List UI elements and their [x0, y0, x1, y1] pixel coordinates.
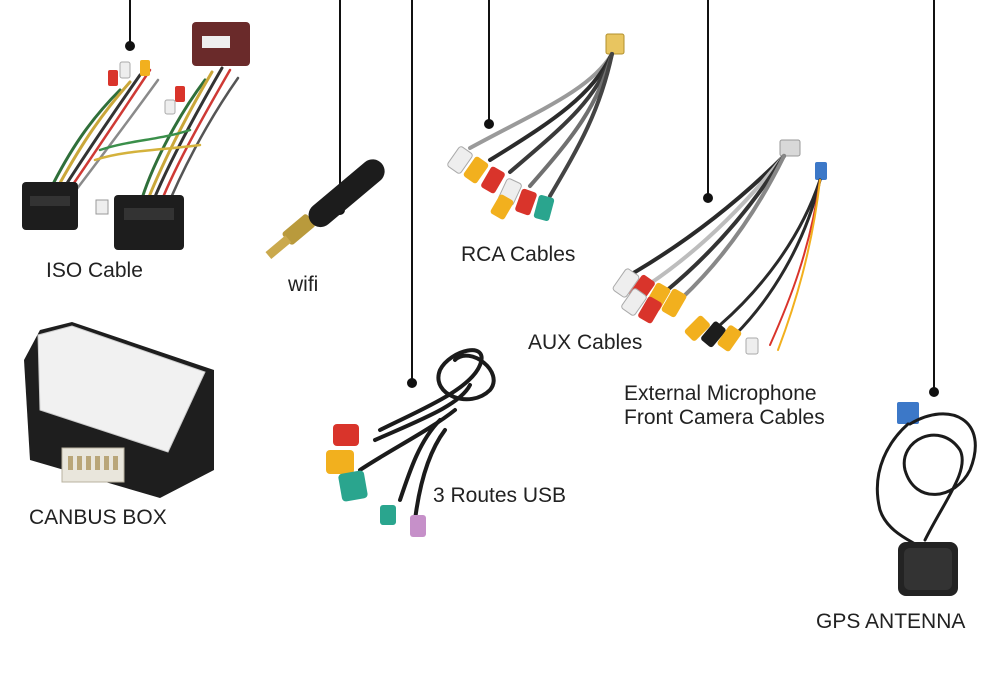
- wifi-label: wifi: [288, 273, 319, 296]
- aux-cables-label: AUX Cables: [528, 331, 643, 354]
- iso-cable-label: ISO Cable: [46, 259, 143, 282]
- gps-antenna-label: GPS ANTENNA: [816, 610, 966, 633]
- external-microphone-label: External Microphone: [624, 382, 817, 405]
- usb-routes-label: 3 Routes USB: [433, 484, 567, 507]
- rca-cables-label: RCA Cables: [461, 243, 576, 266]
- front-camera-cables-label: Front Camera Cables: [624, 406, 825, 429]
- canbus-box-label: CANBUS BOX: [29, 506, 167, 529]
